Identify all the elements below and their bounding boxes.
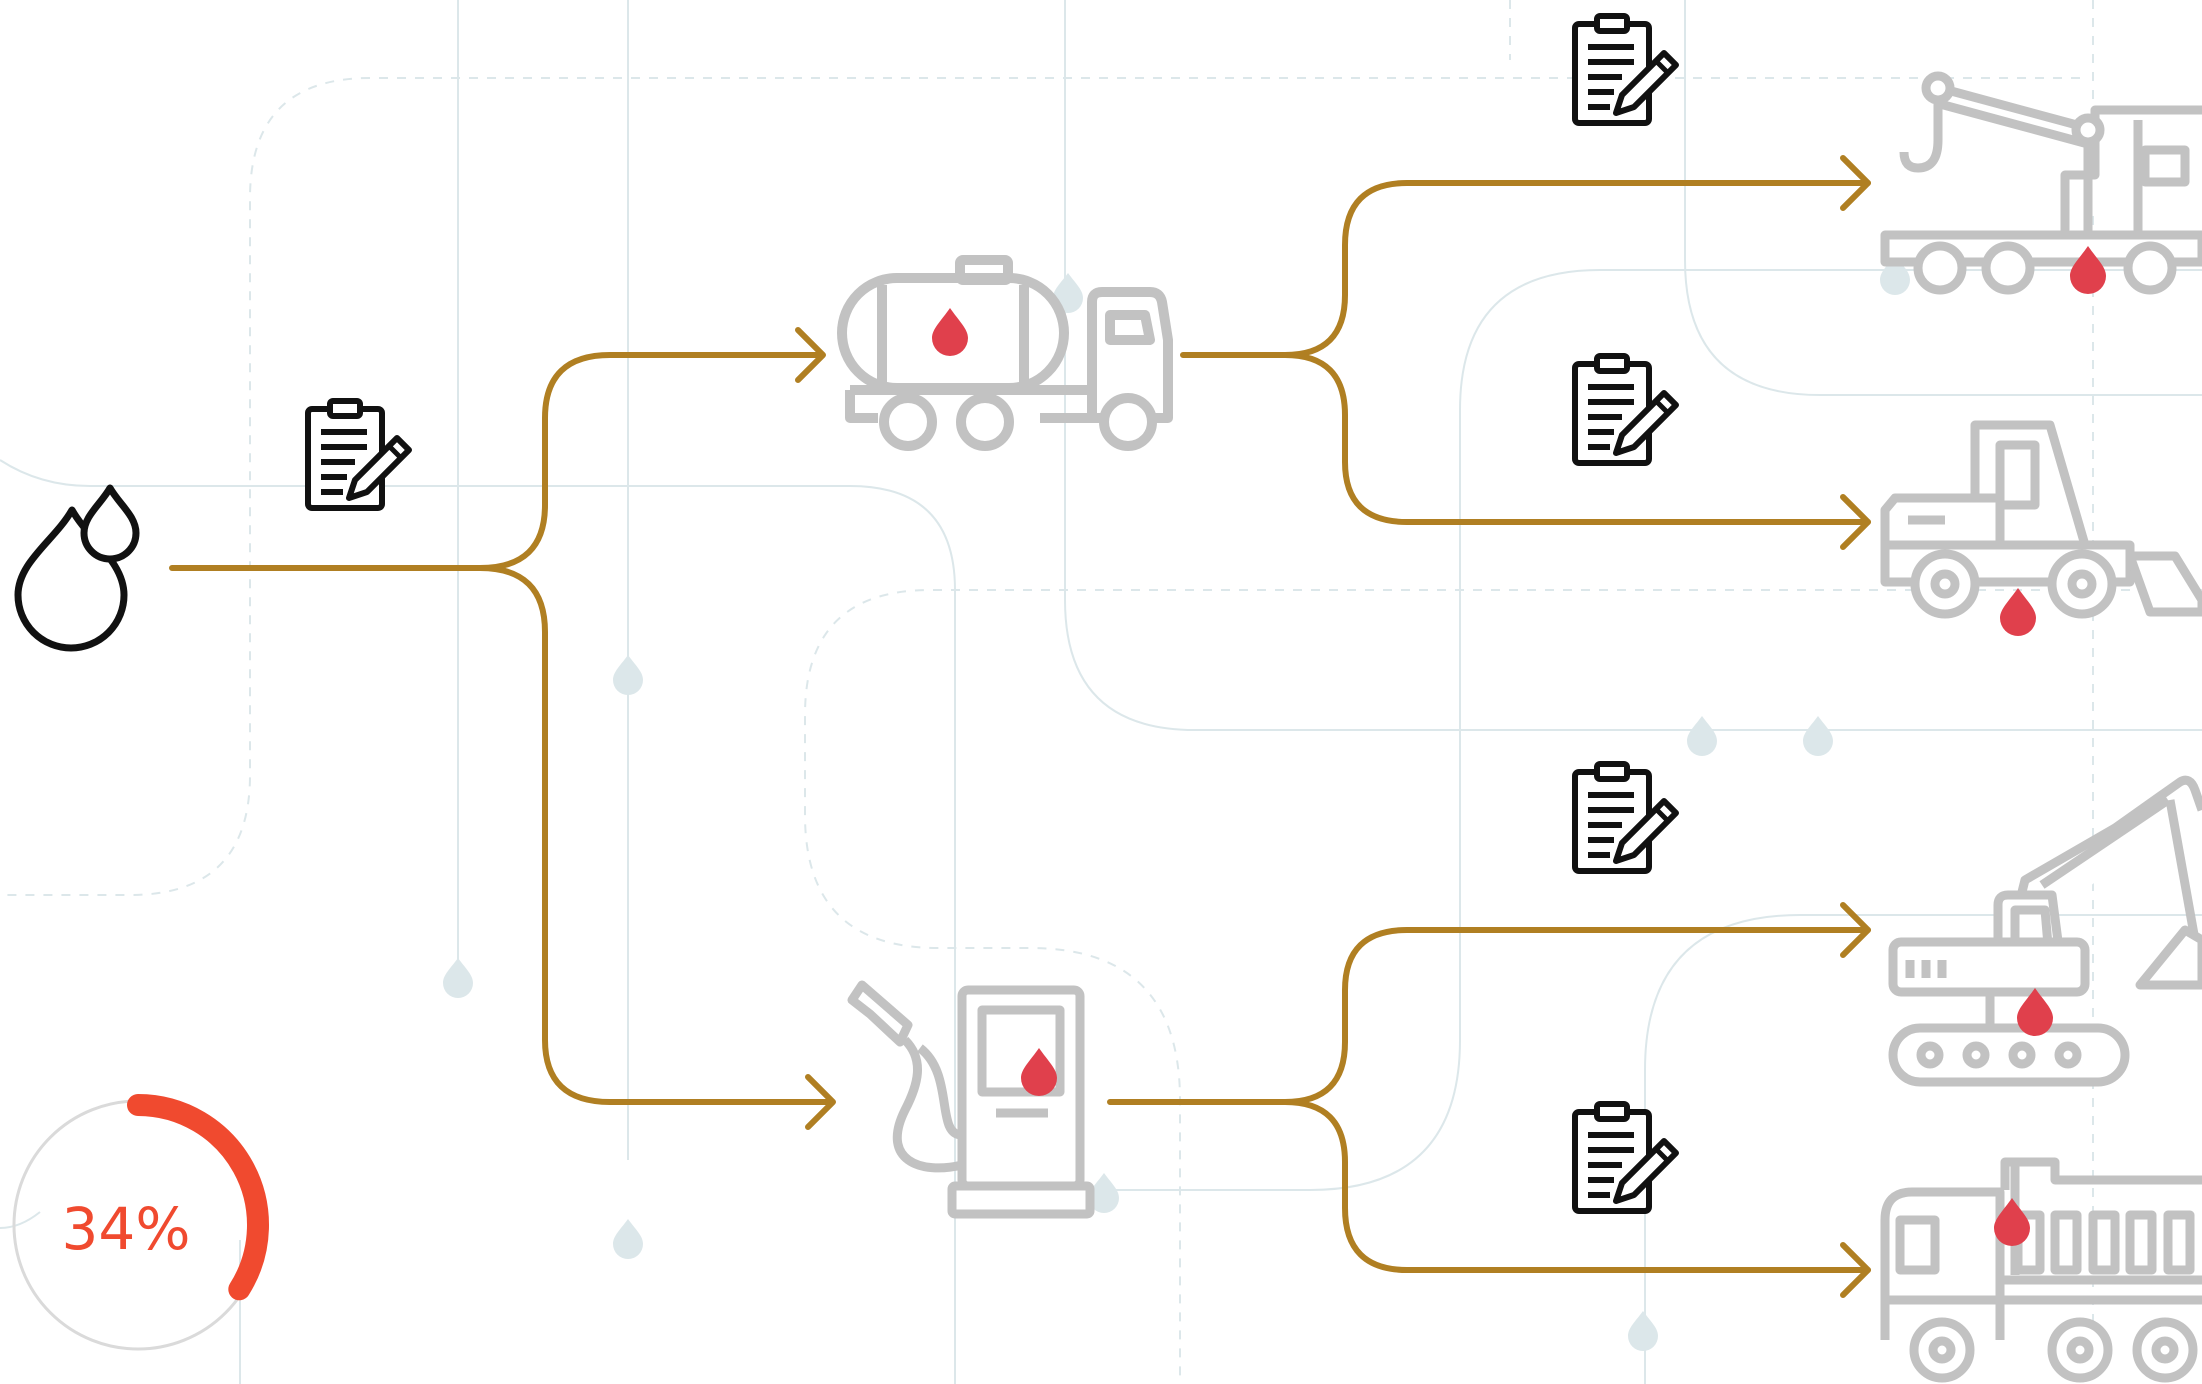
progress-ring: 34%: [12, 1094, 269, 1351]
clipboard-pencil-icon: [1575, 764, 1676, 871]
progress-arc: [127, 1094, 269, 1301]
dump-truck-icon: [1880, 1157, 2202, 1383]
flow-line-source-lower: [477, 565, 833, 1105]
arrow-head-pump: [805, 1074, 836, 1130]
flow-line-tanker-lower: [1282, 352, 1871, 525]
arrow-head-dump-truck: [1840, 1242, 1871, 1298]
arrow-head-loader: [1840, 494, 1871, 550]
fuel-pump-icon: [847, 980, 1095, 1219]
fuel-drop-icon: [2000, 588, 2036, 636]
oil-drops-icon: [14, 484, 140, 652]
flow-line-tanker: [1180, 180, 1871, 358]
flow-line-pump: [1107, 927, 1871, 1105]
background-drops: [443, 255, 1910, 1351]
arrow-head-tanker: [795, 327, 826, 383]
arrow-head-crane: [1840, 155, 1871, 211]
fuel-tanker-truck-icon: [837, 255, 1173, 451]
progress-label: 34%: [62, 1195, 191, 1263]
flow-lines: [169, 155, 1871, 1298]
flow-line-pump-lower: [1282, 1099, 1871, 1273]
excavator-icon: [1888, 775, 2202, 1087]
clipboard-pencil-icon: [308, 401, 409, 508]
clipboard-pencil-icon: [1575, 1104, 1676, 1211]
flow-line-source: [169, 352, 823, 571]
clipboard-pencil-icon: [1575, 356, 1676, 463]
arrow-head-excavator: [1840, 902, 1871, 958]
clipboard-pencil-icon: [1575, 16, 1676, 123]
crane-truck-icon: [1880, 71, 2202, 295]
wheel-loader-icon: [1880, 420, 2202, 619]
